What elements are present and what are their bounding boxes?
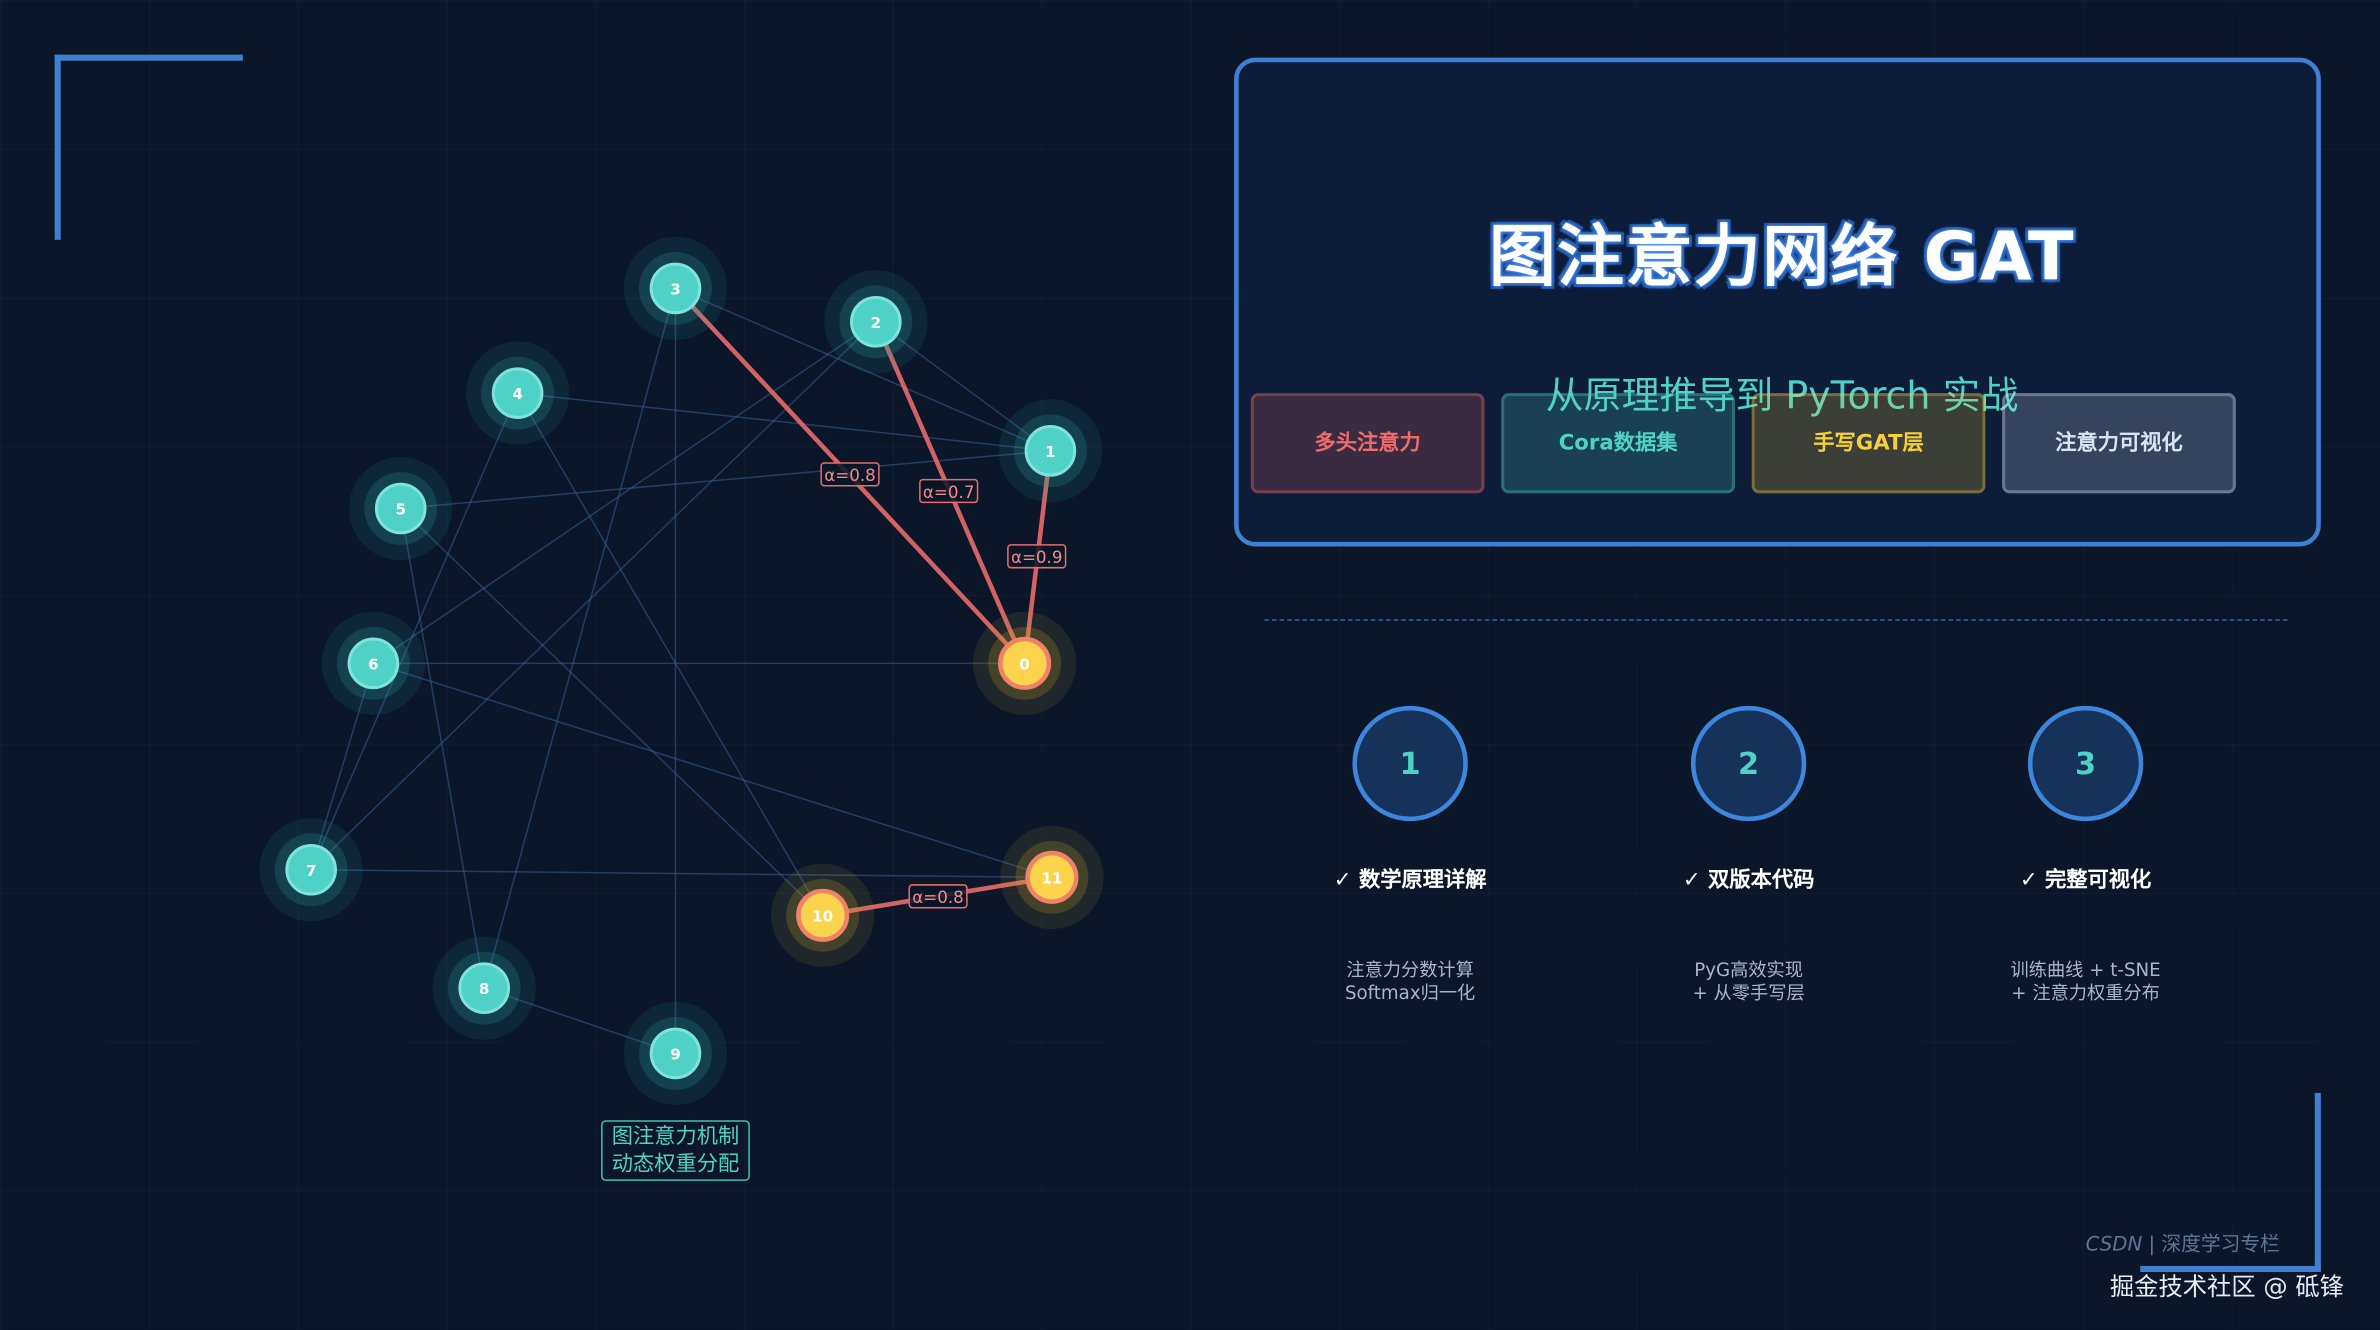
- graph-edge: [372, 321, 877, 664]
- graph-node-label: 4: [512, 385, 523, 403]
- feature-heading: ✓ 数学原理详解: [1333, 868, 1487, 893]
- tag-multi-head-attention: 多头注意力: [1250, 393, 1485, 494]
- graph-node-9: 9: [623, 1001, 728, 1106]
- footer-csdn-column: CSDN | 深度学习专栏: [2086, 1228, 2280, 1257]
- graph-node-7: 7: [259, 818, 363, 922]
- graph-edge: [310, 392, 519, 871]
- attention-weight-label: α=0.8: [908, 884, 968, 909]
- page-subtitle: 从原理推导到 PyTorch 实战: [1545, 373, 2019, 418]
- svg-text:α=0.7: α=0.7: [923, 483, 975, 502]
- graph-node-2: 2: [824, 270, 928, 374]
- feature-description-line: Softmax归一化: [1344, 982, 1476, 1004]
- feature-description-line: 训练曲线 + t-SNE: [2010, 959, 2161, 981]
- attention-weight-label: α=0.8: [820, 462, 880, 487]
- feature-description-line: + 注意力权重分布: [2011, 982, 2160, 1004]
- graph-caption-line-2: 动态权重分配: [611, 1152, 740, 1177]
- graph-edge: [400, 450, 1051, 510]
- graph-edge: [483, 288, 677, 989]
- graph-node-11: 11: [1000, 825, 1104, 929]
- graph-node-3: 3: [623, 236, 728, 341]
- feature-number-badge: 1: [1352, 705, 1468, 822]
- graph-node-label: 5: [395, 501, 406, 519]
- section-divider: [1264, 619, 2288, 621]
- attention-weight-label: α=0.7: [919, 478, 979, 504]
- feature-description: 注意力分数计算 Softmax归一化: [1258, 959, 1562, 1005]
- graph-edge: [399, 508, 485, 989]
- page-title: 图注意力网络 GAT: [1488, 218, 2076, 296]
- graph-caption-line-1: 图注意力机制: [611, 1124, 740, 1150]
- feature-description: PyG高效实现 + 从零手写层: [1597, 959, 1901, 1005]
- graph-node-label: 2: [871, 314, 882, 332]
- corner-decoration-bottom-right-h: [2140, 1265, 2321, 1273]
- graph-node-label: 3: [670, 280, 681, 298]
- feature-math: 1 ✓ 数学原理详解 注意力分数计算 Softmax归一化: [1258, 705, 1562, 1005]
- graph-edge: [373, 662, 1053, 879]
- graph-edge: [311, 868, 1052, 879]
- graph-node-5: 5: [349, 456, 453, 561]
- corner-decoration-bottom-right: [2314, 1092, 2321, 1273]
- graph-edge: [516, 392, 824, 916]
- svg-text:α=0.8: α=0.8: [912, 888, 964, 907]
- title-card: 图注意力网络 GAT 从原理推导到 PyTorch 实战 多头注意力 Cora数…: [1234, 57, 2321, 547]
- feature-description-line: 注意力分数计算: [1346, 959, 1474, 981]
- svg-text:α=0.8: α=0.8: [824, 466, 876, 485]
- feature-visualization: 3 ✓ 完整可视化 训练曲线 + t-SNE + 注意力权重分布: [1934, 705, 2238, 1005]
- graph-edge: [483, 987, 676, 1055]
- graph-node-label: 11: [1041, 869, 1062, 887]
- graph-node-10: 10: [771, 863, 875, 967]
- feature-number-badge: 2: [1690, 705, 1807, 822]
- graph-node-label: 8: [479, 980, 490, 998]
- graph-edge: [400, 507, 824, 916]
- graph-caption: 图注意力机制 动态权重分配: [601, 1120, 750, 1181]
- graph-node-label: 10: [812, 907, 833, 925]
- feature-description-line: + 从零手写层: [1692, 982, 1805, 1004]
- feature-description: 训练曲线 + t-SNE + 注意力权重分布: [1934, 959, 2238, 1005]
- csdn-brand: CSDN: [2085, 1234, 2143, 1257]
- tag-cora-dataset: Cora数据集: [1501, 393, 1735, 494]
- graph-node-label: 9: [670, 1045, 681, 1063]
- feature-code: 2 ✓ 双版本代码 PyG高效实现 + 从零手写层: [1597, 705, 1901, 1005]
- csdn-column-name: | 深度学习专栏: [2142, 1234, 2280, 1257]
- footer-watermark: 掘金技术社区 @ 砥锋: [2109, 1272, 2344, 1301]
- corner-decoration-top-left: [54, 54, 243, 240]
- svg-text:α=0.9: α=0.9: [1011, 548, 1063, 567]
- graph-node-label: 7: [306, 862, 317, 880]
- attention-weight-label: α=0.9: [1007, 544, 1067, 569]
- graph-node-0: 0: [972, 611, 1077, 715]
- feature-number-badge: 3: [2027, 705, 2144, 822]
- graph-node-6: 6: [321, 611, 426, 715]
- graph-edge: [517, 392, 1051, 452]
- graph-node-label: 6: [368, 655, 379, 673]
- graph-node-8: 8: [432, 936, 536, 1040]
- feature-heading: ✓ 完整可视化: [2019, 868, 2152, 893]
- graph-node-label: 1: [1045, 443, 1056, 461]
- tag-attention-visualization: 注意力可视化: [2002, 393, 2236, 494]
- feature-description-line: PyG高效实现: [1694, 959, 1803, 981]
- graph-node-1: 1: [998, 399, 1102, 503]
- graph-edge: [675, 287, 1051, 452]
- graph-edge: [310, 321, 877, 871]
- graph-edge: [875, 321, 1051, 452]
- graph-node-label: 0: [1019, 655, 1030, 673]
- feature-heading: ✓ 双版本代码: [1682, 868, 1815, 893]
- tag-handwritten-gat-layer: 手写GAT层: [1751, 393, 1986, 494]
- graph-node-4: 4: [465, 341, 570, 445]
- graph-edge: [310, 663, 375, 870]
